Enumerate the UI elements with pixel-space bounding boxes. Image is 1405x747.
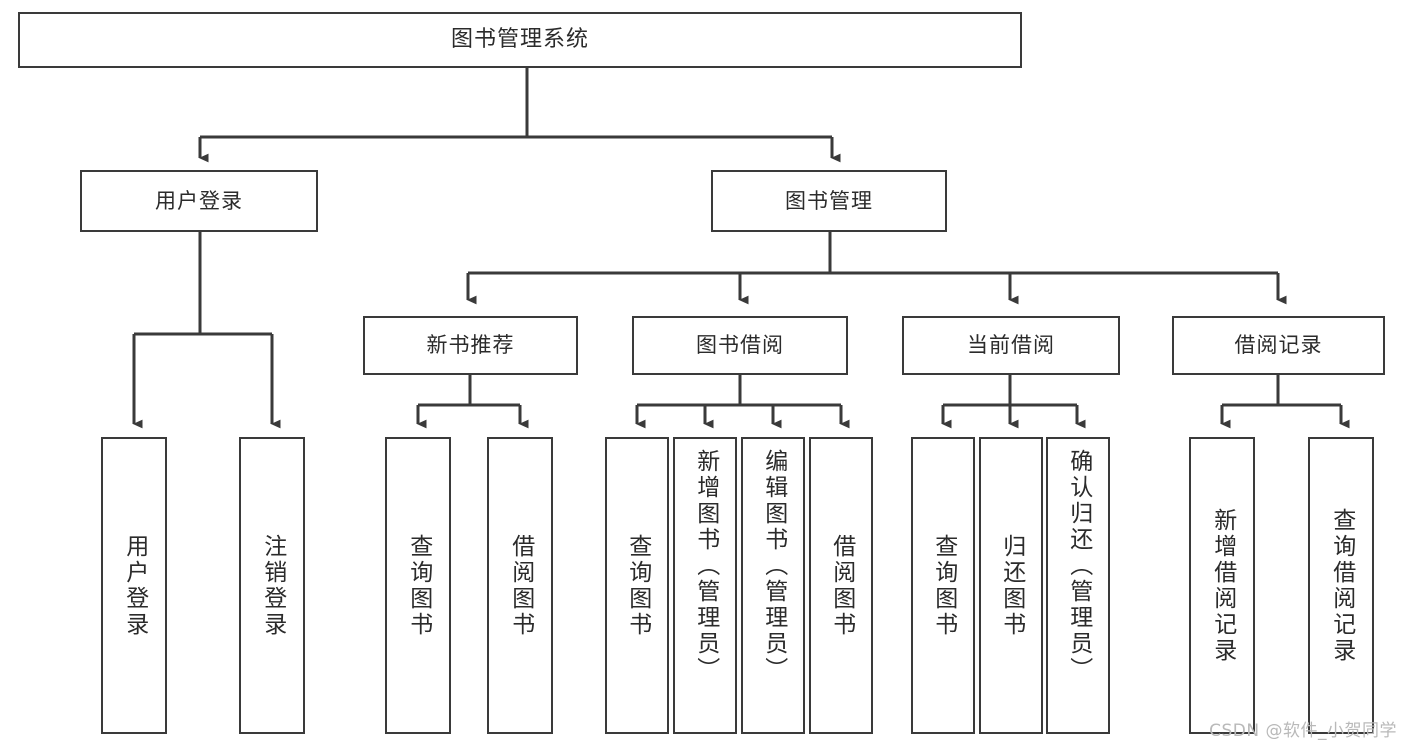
leaf-book-borrow-query-book[interactable]: 查询图书 <box>605 437 669 734</box>
node-label: 图书管理 <box>785 188 873 213</box>
node-book-management[interactable]: 图书管理 <box>711 170 947 232</box>
node-label: 新增借阅记录 <box>1209 507 1236 664</box>
node-label: 注销登录 <box>259 533 286 638</box>
node-label: 归还图书 <box>998 533 1025 638</box>
leaf-borrow-record-add-record[interactable]: 新增借阅记录 <box>1189 437 1255 734</box>
node-label: 借阅记录 <box>1234 333 1323 358</box>
leaf-borrow-record-query-record[interactable]: 查询借阅记录 <box>1308 437 1374 734</box>
leaf-user-login-logout[interactable]: 注销登录 <box>239 437 305 734</box>
node-label: 新增图书（管理员） <box>692 449 719 683</box>
node-label: 查询图书 <box>930 533 957 638</box>
leaf-current-borrow-confirm-return-admin[interactable]: 确认归还（管理员） <box>1046 437 1110 734</box>
leaf-new-book-query-book[interactable]: 查询图书 <box>385 437 451 734</box>
node-label: 查询图书 <box>405 533 432 638</box>
node-label: 当前借阅 <box>967 333 1055 358</box>
node-label: 编辑图书（管理员） <box>760 449 787 683</box>
leaf-user-login-login[interactable]: 用户登录 <box>101 437 167 734</box>
node-label: 借阅图书 <box>828 533 855 638</box>
node-book-borrow[interactable]: 图书借阅 <box>632 316 848 375</box>
leaf-current-borrow-query-book[interactable]: 查询图书 <box>911 437 975 734</box>
node-user-login[interactable]: 用户登录 <box>80 170 318 232</box>
leaf-new-book-borrow-book[interactable]: 借阅图书 <box>487 437 553 734</box>
node-new-book-recommend[interactable]: 新书推荐 <box>363 316 578 375</box>
csdn-watermark: CSDN @软件_小贺同学 <box>1209 721 1397 741</box>
node-label: 图书管理系统 <box>450 26 589 52</box>
node-label: 借阅图书 <box>507 533 534 638</box>
node-root-system[interactable]: 图书管理系统 <box>18 12 1022 68</box>
leaf-book-borrow-add-book-admin[interactable]: 新增图书（管理员） <box>673 437 737 734</box>
node-label: 查询图书 <box>624 533 651 638</box>
leaf-book-borrow-borrow-book[interactable]: 借阅图书 <box>809 437 873 734</box>
node-label: 查询借阅记录 <box>1328 507 1355 664</box>
node-label: 用户登录 <box>155 188 243 213</box>
leaf-current-borrow-return-book[interactable]: 归还图书 <box>979 437 1043 734</box>
node-current-borrow[interactable]: 当前借阅 <box>902 316 1120 375</box>
node-label: 用户登录 <box>121 533 148 638</box>
node-borrow-record[interactable]: 借阅记录 <box>1172 316 1385 375</box>
node-label: 图书借阅 <box>696 333 784 358</box>
leaf-book-borrow-edit-book-admin[interactable]: 编辑图书（管理员） <box>741 437 805 734</box>
node-label: 新书推荐 <box>426 333 515 358</box>
node-label: 确认归还（管理员） <box>1065 449 1092 683</box>
